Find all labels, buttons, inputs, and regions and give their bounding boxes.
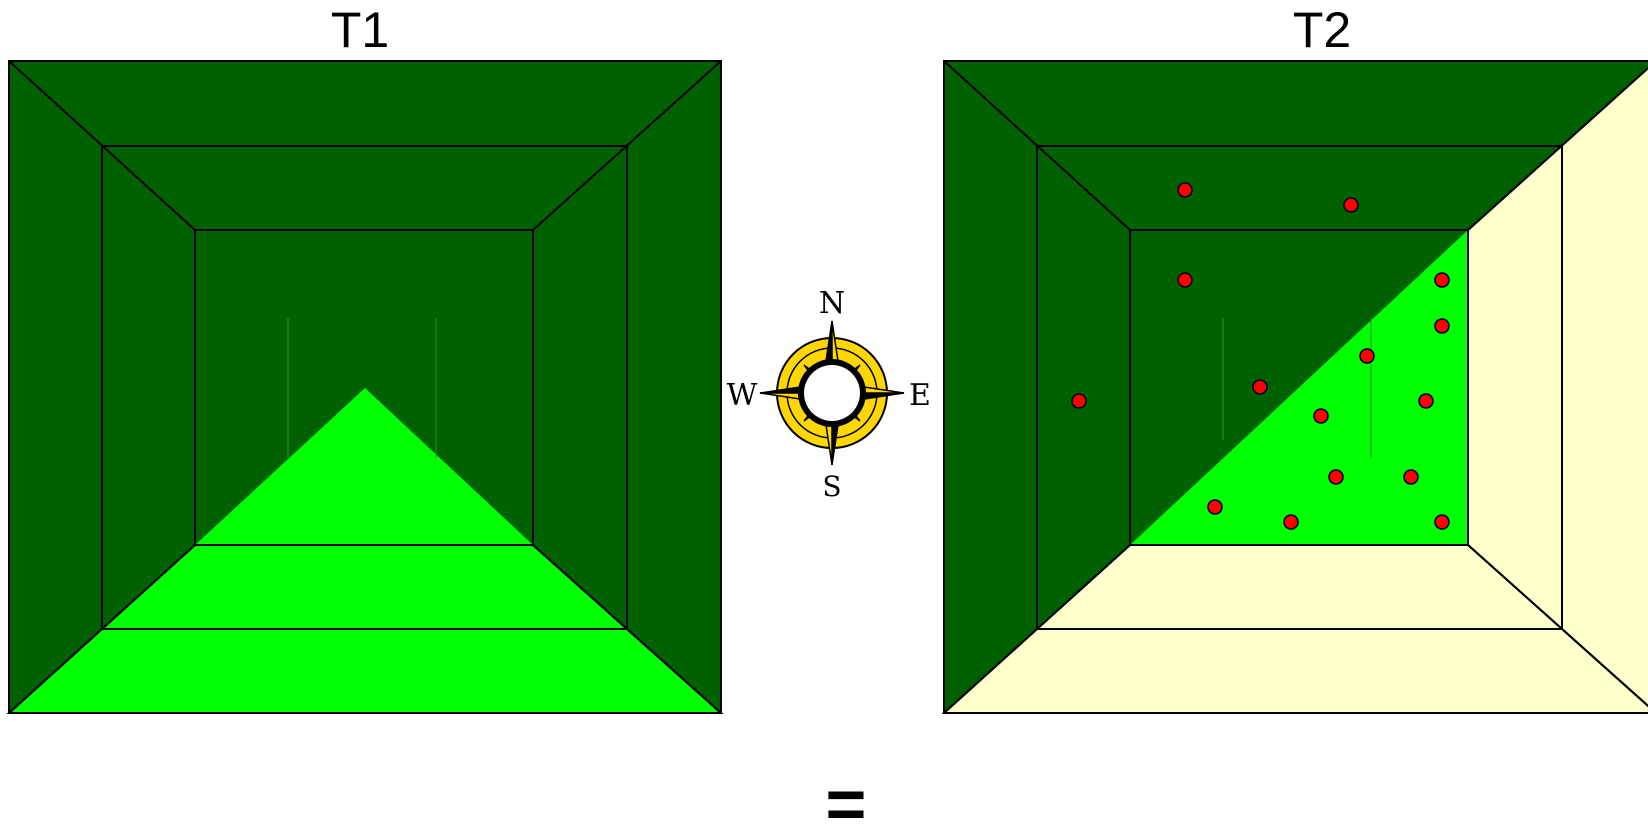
sample-point	[1252, 379, 1268, 395]
t2-diagonal-ne	[1467, 66, 1648, 231]
t1-diagonal-nw	[8, 60, 196, 231]
compass-e-label: E	[909, 378, 931, 413]
t2-diagonal-nw	[943, 60, 1131, 231]
sample-point	[1313, 408, 1329, 424]
sample-point	[1177, 272, 1193, 288]
t2-diagonal-se	[1467, 544, 1648, 708]
sample-point	[1434, 318, 1450, 334]
t2-title: T2	[1293, 2, 1351, 58]
sample-point	[1328, 469, 1344, 485]
t1-diagonal-sw	[8, 544, 196, 714]
t1-middle-square	[101, 145, 628, 630]
compass-rose	[759, 320, 905, 466]
t1-panel	[6, 60, 724, 714]
sample-point	[1418, 393, 1434, 409]
sample-point	[1343, 197, 1359, 213]
compass-n-label: N	[819, 286, 845, 321]
t2-middle-square	[1036, 145, 1563, 630]
t2-inner-triangle	[1130, 230, 1468, 545]
sample-point	[1434, 514, 1450, 530]
sample-point	[1177, 182, 1193, 198]
t1-diagonal-ne	[532, 60, 722, 231]
t2-diagonal-sw	[943, 544, 1131, 714]
t1-title: T1	[331, 2, 389, 58]
sample-point	[1207, 499, 1223, 515]
t1-diagonal-se	[532, 544, 722, 714]
sample-point	[1071, 393, 1087, 409]
sample-point	[1403, 469, 1419, 485]
sample-point	[1359, 348, 1375, 364]
equals-symbol: =	[826, 765, 867, 827]
t2-sample-points	[1071, 182, 1450, 530]
t1-bottom-ring-outer	[6, 628, 724, 714]
t2-panel	[941, 60, 1648, 714]
compass-s-label: S	[822, 470, 841, 503]
compass-w-label: W	[727, 378, 758, 413]
sample-point	[1283, 514, 1299, 530]
t1-inner-triangle	[195, 388, 533, 545]
sample-point	[1434, 272, 1450, 288]
